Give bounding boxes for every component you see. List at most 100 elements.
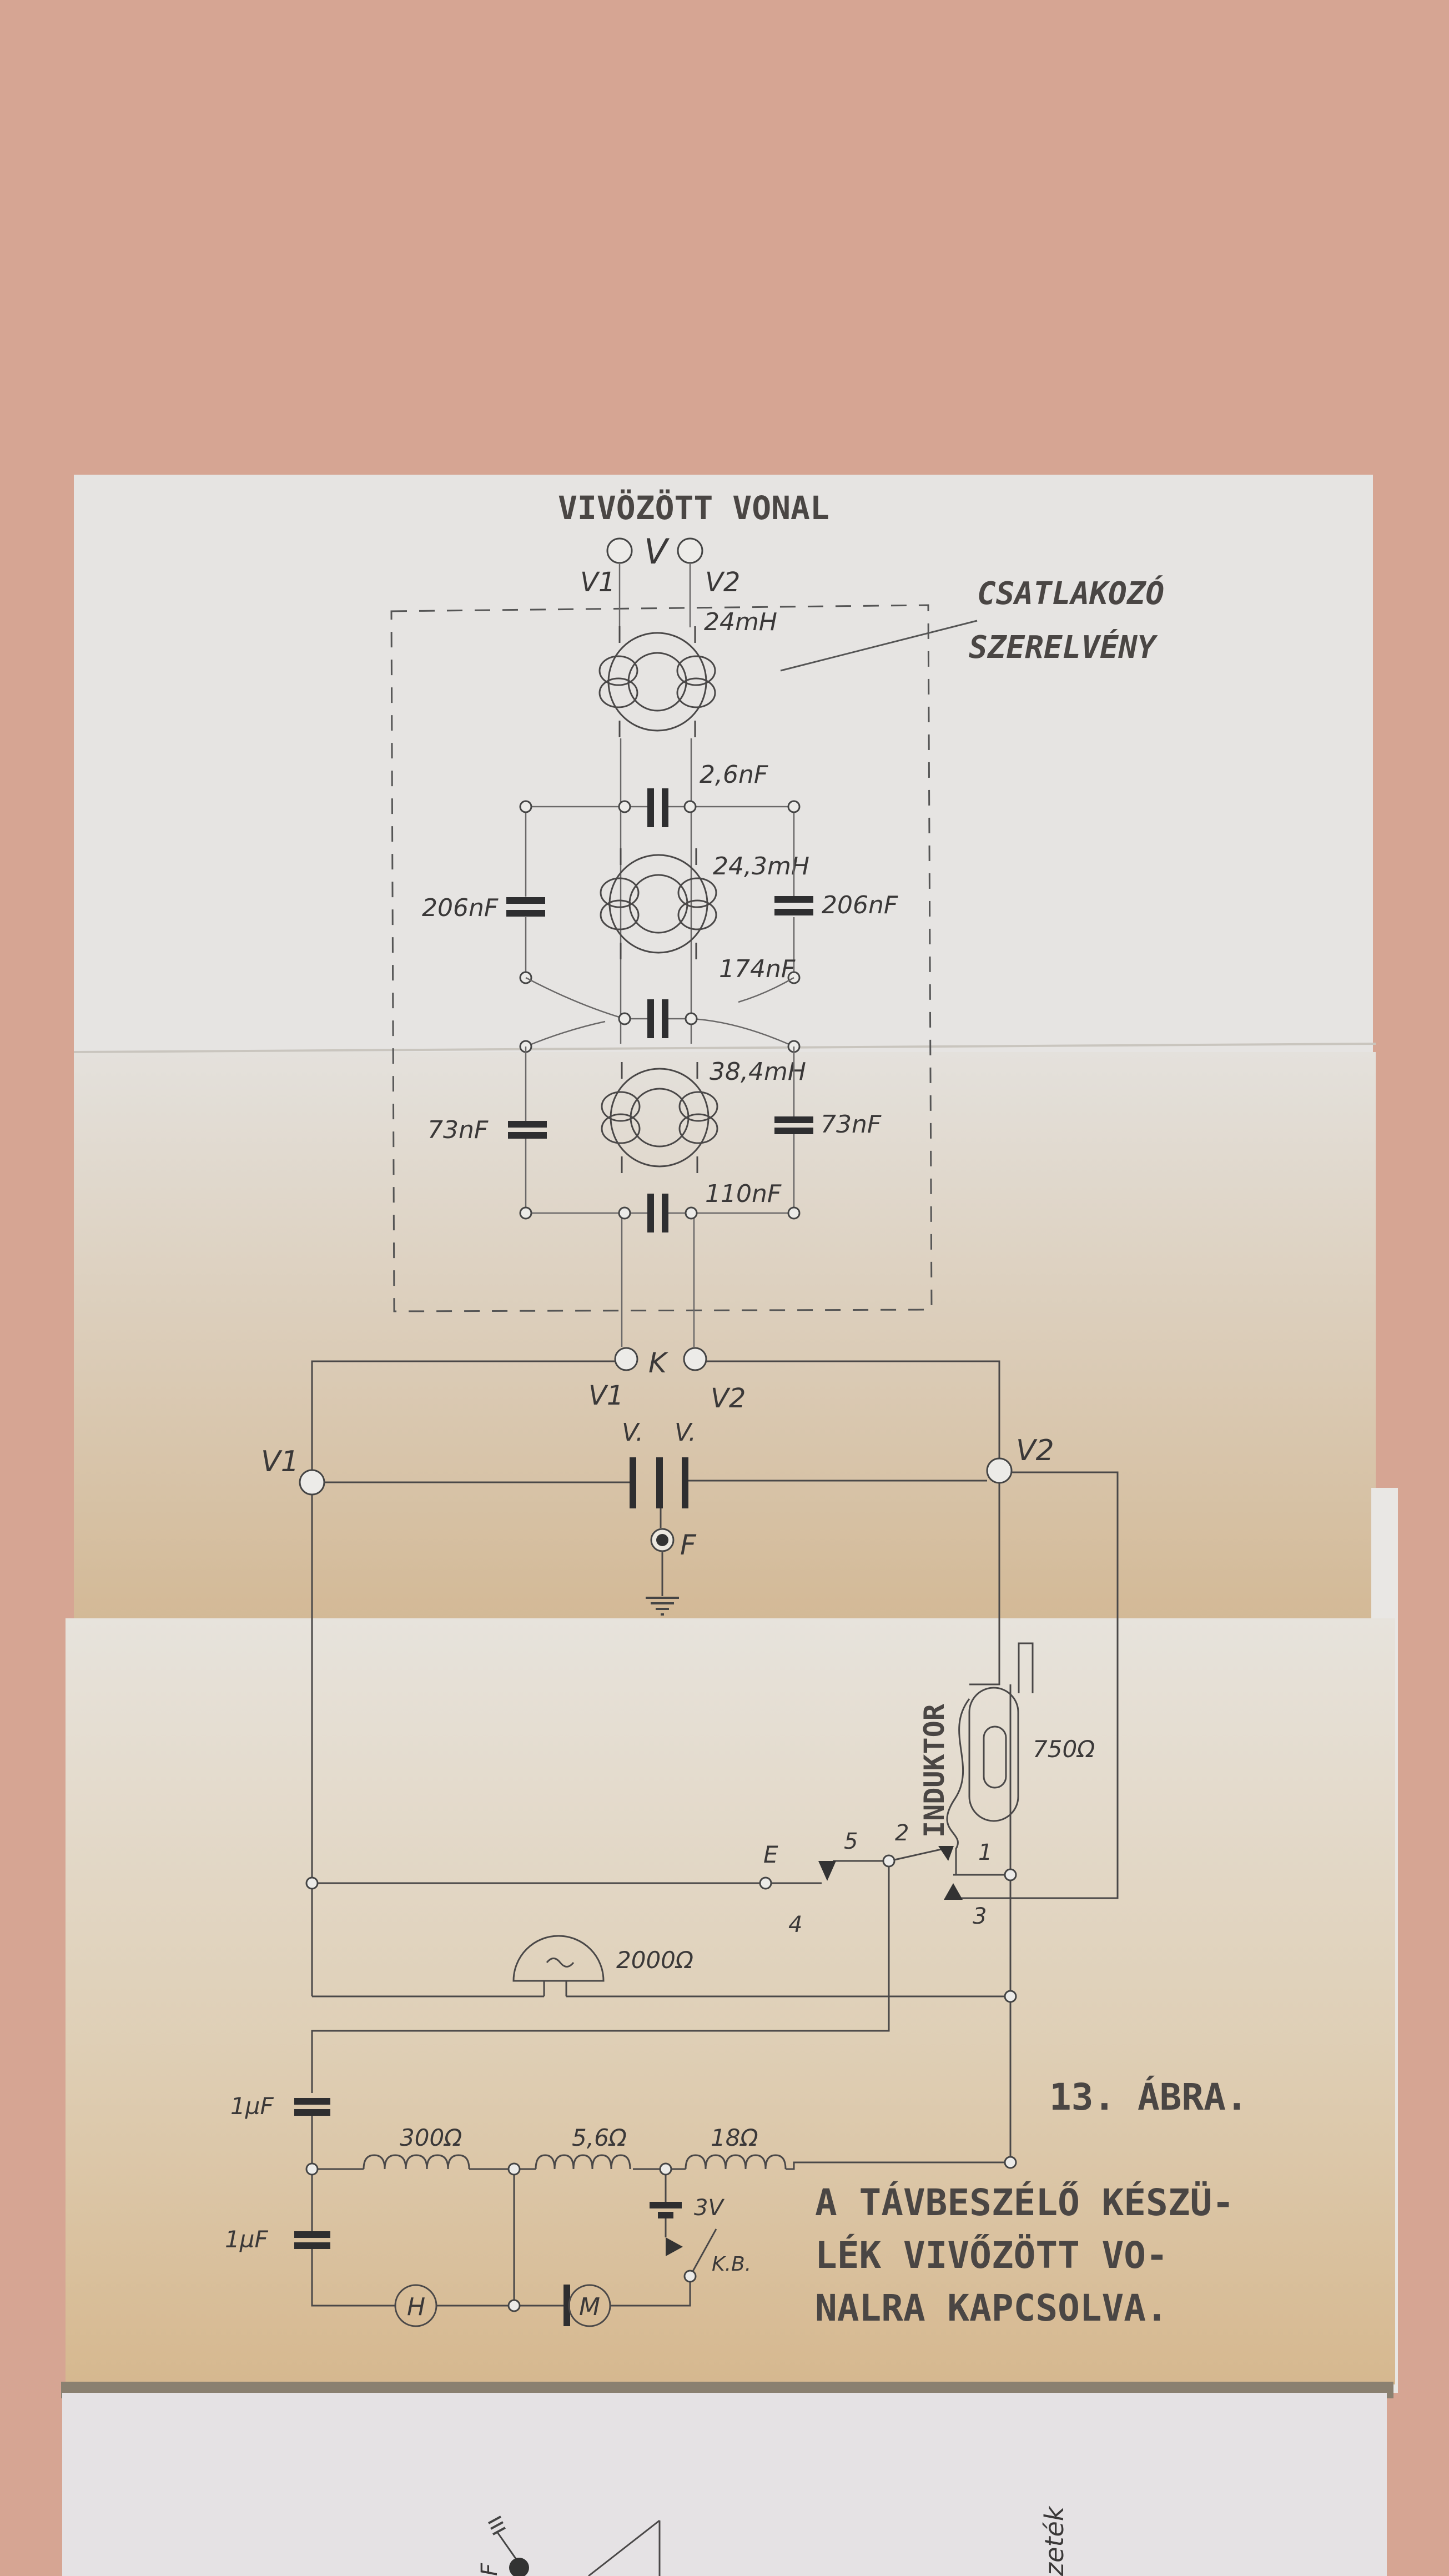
coil-18-symbol bbox=[685, 2154, 787, 2170]
terminal-k-label: K bbox=[648, 1347, 669, 1379]
cap-shunt-right-1-symbol bbox=[774, 896, 813, 915]
node bbox=[683, 800, 697, 813]
node bbox=[507, 2299, 521, 2312]
caption-line-3: NALRA KAPCSOLVA. bbox=[815, 2287, 1168, 2330]
ground-terminal-dot bbox=[656, 1534, 668, 1546]
contact-1-label: 1 bbox=[978, 1840, 992, 1865]
coil-5-6-label: 5,6Ω bbox=[572, 2124, 627, 2151]
paper-sheet-middle bbox=[74, 1052, 1376, 1621]
terminal-k-v2[interactable] bbox=[683, 1347, 707, 1371]
l2-value: 24,3mH bbox=[713, 852, 809, 881]
contact-3-spring bbox=[944, 1883, 963, 1900]
node bbox=[519, 1206, 532, 1220]
figure-number: 13. ÁBRA. bbox=[1049, 2075, 1248, 2119]
paper-sheet-next bbox=[62, 2393, 1387, 2576]
terminal-v2-main-label: V2 bbox=[1016, 1434, 1054, 1467]
terminal-v2-main[interactable] bbox=[986, 1457, 1013, 1484]
assembly-leader-line bbox=[780, 620, 978, 672]
next-page-ground-terminal bbox=[509, 2558, 529, 2576]
contact-3-label: 3 bbox=[973, 1904, 987, 1929]
bell-resistance: 2000Ω bbox=[616, 1946, 693, 1974]
inductor-resistance: 750Ω bbox=[1033, 1735, 1095, 1763]
coil-18-label: 18Ω bbox=[711, 2124, 758, 2151]
surge-arrester-symbol bbox=[630, 1457, 688, 1508]
next-page-triangle bbox=[588, 2519, 661, 2576]
bell-wire bbox=[311, 1866, 1005, 2093]
terminal-v1-main[interactable] bbox=[299, 1469, 325, 1496]
node bbox=[305, 1876, 319, 1890]
node bbox=[618, 800, 631, 813]
coil-5-6-symbol bbox=[535, 2154, 631, 2170]
node bbox=[787, 1206, 801, 1220]
hook-switch-kb[interactable] bbox=[689, 2228, 717, 2277]
contact-4-label: 4 bbox=[788, 1912, 802, 1938]
contact-5-label: 5 bbox=[844, 1829, 858, 1854]
microphone-icon bbox=[568, 2284, 611, 2327]
contact-5-spring bbox=[818, 1861, 836, 1881]
toroid-coil-2 bbox=[600, 848, 717, 959]
terminal-k-v2-label: V2 bbox=[711, 1383, 746, 1414]
fold-line bbox=[73, 1043, 1376, 1053]
contact-1-node[interactable] bbox=[1004, 1868, 1017, 1881]
l3-value: 38,4mH bbox=[710, 1058, 806, 1086]
cap-1uf-upper-label: 1µF bbox=[230, 2092, 274, 2120]
line-title: VIVÖZÖTT VONAL bbox=[558, 489, 829, 527]
ground-label: F bbox=[680, 1529, 697, 1561]
terminal-k-v1[interactable] bbox=[614, 1347, 638, 1371]
assembly-label-line2: SZERELVÉNY bbox=[969, 628, 1158, 666]
battery-contact-icon bbox=[666, 2237, 683, 2256]
contact-2-node[interactable] bbox=[882, 1854, 895, 1868]
arrester-wire bbox=[324, 1471, 1119, 1899]
toroid-coil-1 bbox=[598, 626, 716, 737]
terminal-v2-label: V2 bbox=[705, 567, 740, 598]
contact-2-label: 2 bbox=[895, 1820, 909, 1846]
cap-shunt-left-2-symbol bbox=[508, 1121, 547, 1139]
next-page-text-fragment: zeték bbox=[1039, 2505, 1069, 2576]
cap-shunt-right-2-symbol bbox=[774, 1116, 813, 1134]
node bbox=[519, 800, 532, 813]
assembly-label-line1: CSATLAKOZÓ bbox=[977, 574, 1164, 612]
paper-sheet-lower bbox=[66, 1618, 1395, 2384]
paper-sheet-top bbox=[74, 475, 1373, 1052]
node bbox=[1004, 2156, 1017, 2169]
next-page-wire bbox=[496, 2531, 517, 2560]
cap-row-2-wire bbox=[525, 977, 794, 1048]
node bbox=[685, 1206, 698, 1220]
node bbox=[787, 800, 801, 813]
hook-switch-wire bbox=[312, 1483, 1012, 2162]
terminal-v2[interactable] bbox=[677, 537, 703, 564]
next-page-ground-icon bbox=[488, 2515, 506, 2535]
cap-1uf-lower-label: 1µF bbox=[225, 2226, 268, 2253]
node bbox=[618, 1012, 631, 1025]
terminal-k-v1-label: V1 bbox=[588, 1380, 623, 1411]
arrester-right-label: V. bbox=[675, 1418, 696, 1447]
terminal-v1[interactable] bbox=[606, 537, 633, 564]
arrester-left-label: V. bbox=[622, 1418, 643, 1447]
contact-2-spring bbox=[938, 1846, 954, 1861]
node bbox=[685, 1012, 698, 1025]
contact-e-label: E bbox=[763, 1841, 778, 1868]
c-shunt-right-2-value: 73nF bbox=[821, 1110, 882, 1139]
node bbox=[507, 2162, 521, 2176]
coil-300-symbol bbox=[363, 2154, 470, 2170]
cap-1uf-lower-symbol bbox=[294, 2231, 330, 2249]
outer-loop-wire bbox=[311, 1360, 1000, 1470]
contact-e-node bbox=[759, 1876, 772, 1890]
cap-1uf-upper-symbol bbox=[294, 2098, 330, 2116]
node bbox=[659, 2162, 672, 2176]
c-series-3-value: 110nF bbox=[705, 1180, 782, 1208]
cap-series-2-symbol bbox=[647, 999, 668, 1038]
switch-kb-label: K.B. bbox=[712, 2253, 751, 2276]
bell-icon bbox=[512, 1935, 605, 1996]
cap-row-1-wire bbox=[525, 806, 795, 978]
next-page-ground-label: F bbox=[477, 2563, 502, 2576]
coil-300-label: 300Ω bbox=[400, 2124, 462, 2151]
node bbox=[618, 1206, 631, 1220]
cap-series-1-symbol bbox=[647, 788, 668, 827]
terminal-v1-label: V1 bbox=[580, 567, 615, 598]
battery-label: 3V bbox=[694, 2195, 724, 2221]
inductor-label: INDUKTOR bbox=[918, 1703, 950, 1838]
c-series-2-value: 174nF bbox=[719, 955, 796, 983]
rail-right bbox=[689, 563, 695, 1347]
